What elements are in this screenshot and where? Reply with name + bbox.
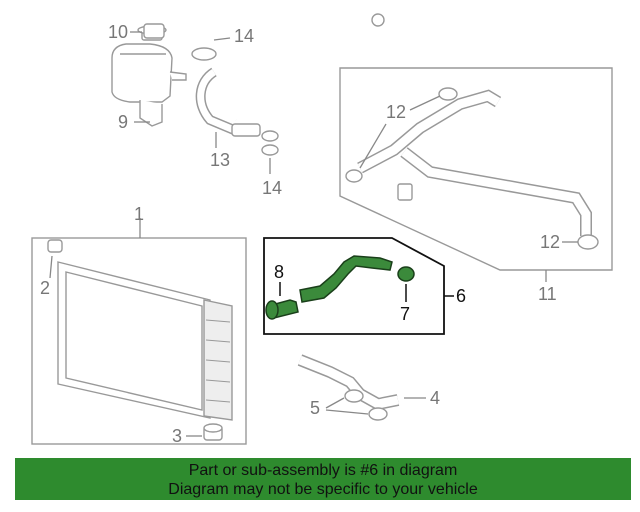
overflow-hose bbox=[195, 13, 385, 137]
callout-12-right: 12 bbox=[540, 232, 560, 252]
clamp-5-lower bbox=[368, 407, 388, 421]
upper-radiator-hose bbox=[357, 89, 592, 236]
callout-6: 6 bbox=[456, 286, 466, 306]
radiator-bushing-lower bbox=[203, 423, 223, 441]
leader-2 bbox=[49, 255, 53, 279]
callout-9: 9 bbox=[118, 112, 128, 132]
frame-6 bbox=[263, 237, 445, 335]
clamp-12-left bbox=[345, 169, 363, 183]
callout-10: 10 bbox=[108, 22, 128, 42]
leader-5-b bbox=[325, 409, 369, 415]
leader-12-b bbox=[359, 123, 387, 169]
callout-8: 8 bbox=[274, 262, 284, 282]
clamp-5-upper bbox=[344, 389, 364, 403]
leader-12-a bbox=[409, 95, 441, 111]
hose-clamp-14-top bbox=[191, 47, 217, 61]
callout-14-bottom: 14 bbox=[262, 178, 282, 198]
callout-11: 11 bbox=[538, 284, 557, 304]
frame-11 bbox=[339, 67, 613, 271]
callout-7: 7 bbox=[400, 304, 410, 324]
callout-2: 2 bbox=[40, 278, 50, 298]
leader-14-top bbox=[213, 37, 231, 41]
leader-5-a bbox=[325, 397, 345, 409]
banner-line-2: Diagram may not be specific to your vehi… bbox=[168, 481, 478, 498]
radiator-bushing-upper bbox=[47, 239, 63, 253]
callout-5: 5 bbox=[310, 398, 320, 418]
callout-1: 1 bbox=[134, 204, 144, 224]
frame-1 bbox=[31, 237, 247, 445]
hose-clamp-14-bottom bbox=[261, 130, 279, 156]
callout-12-top: 12 bbox=[386, 102, 406, 122]
callout-4: 4 bbox=[430, 388, 440, 408]
reservoir-cap bbox=[143, 23, 165, 39]
clamp-12-right bbox=[577, 234, 599, 250]
callout-13: 13 bbox=[210, 150, 230, 170]
callout-14-top: 14 bbox=[234, 26, 254, 46]
callout-3: 3 bbox=[172, 426, 182, 446]
hose-clamp-7 bbox=[397, 266, 415, 282]
radiator bbox=[57, 261, 233, 421]
clamp-12-top bbox=[438, 87, 458, 101]
banner-line-1: Part or sub-assembly is #6 in diagram bbox=[188, 462, 458, 479]
info-banner: Part or sub-assembly is #6 in diagram Di… bbox=[15, 458, 631, 500]
radiator-inlet-hose bbox=[265, 255, 393, 320]
lower-radiator-hose bbox=[297, 354, 400, 411]
